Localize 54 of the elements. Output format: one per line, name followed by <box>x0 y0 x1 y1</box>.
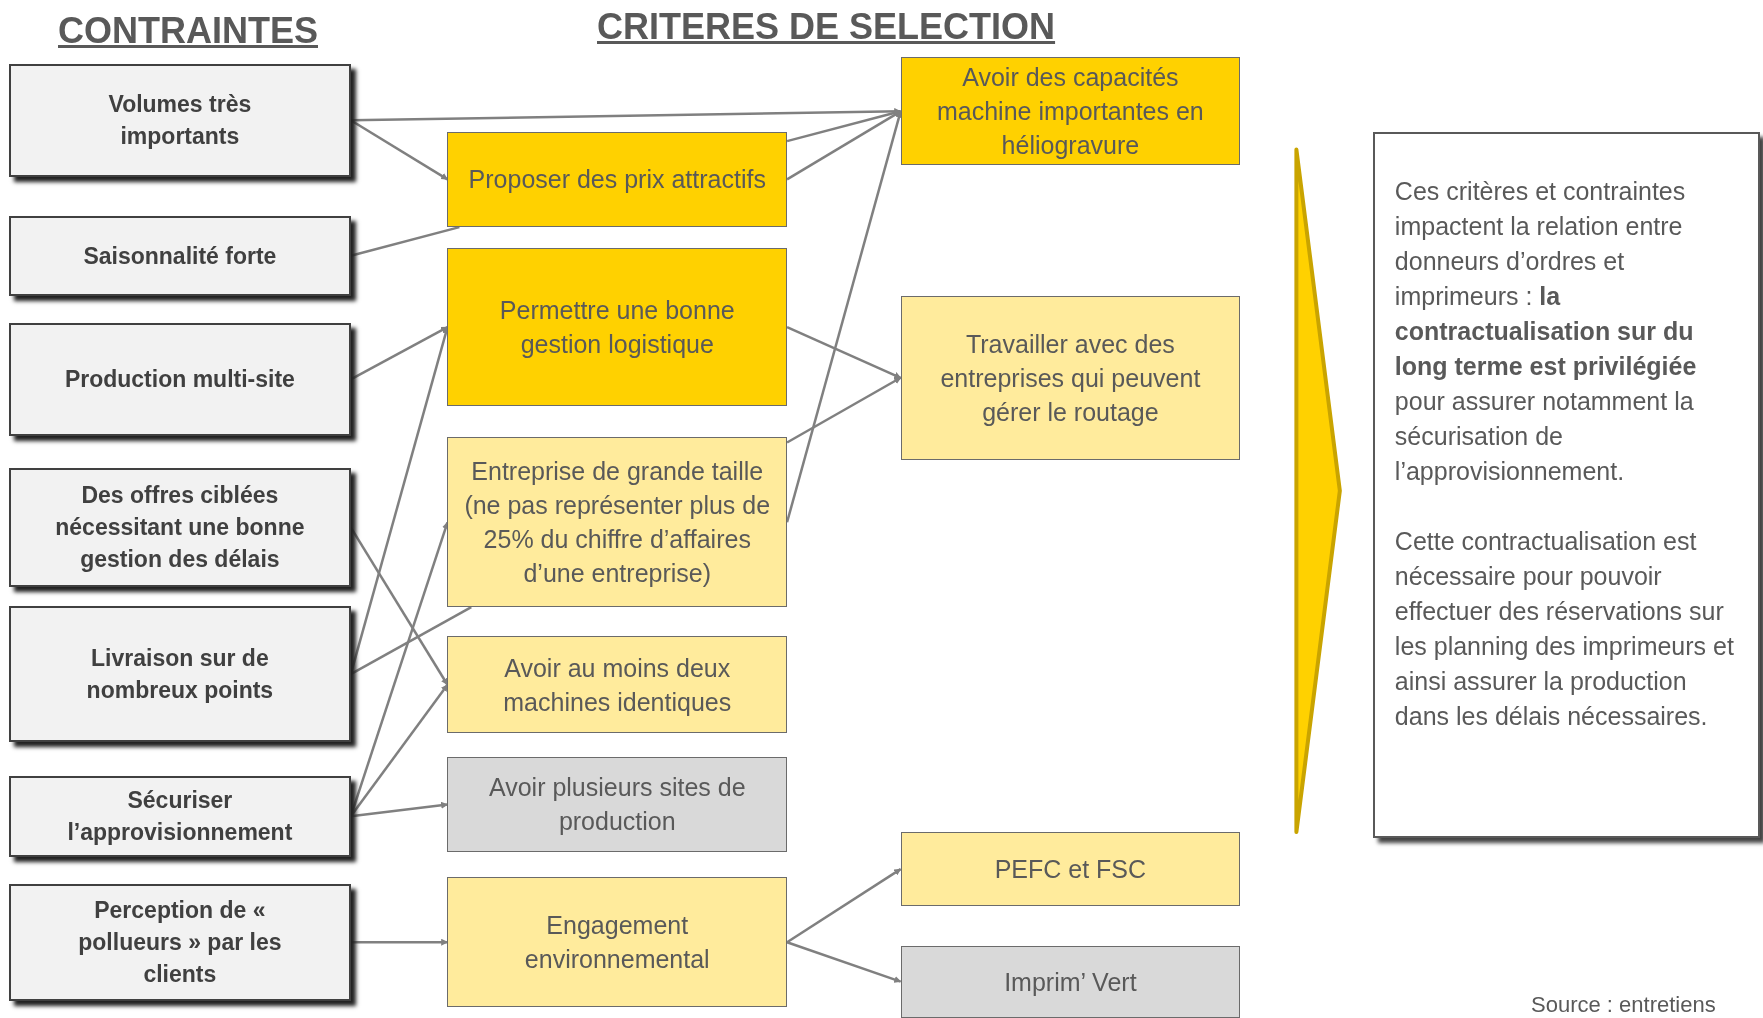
box-label: Avoir au moins deux machines identiques <box>502 652 733 718</box>
box-label: Sécuriser l’approvisionnement <box>66 786 294 848</box>
arrow <box>350 107 902 122</box>
criterion-box <box>900 295 1241 460</box>
constraint-box <box>9 883 351 1001</box>
box-label: Entreprise de grande taille (ne pas représenter plus de 25% du chiffre d’affaires d’une entreprise) <box>463 456 772 590</box>
criterion-box <box>900 57 1241 166</box>
arrow <box>350 938 449 946</box>
note-paragraph: Ces critères et contraintes impactent la relation entre donneurs d’ordres et imprimeurs : la contractualisation sur du long terme est privilégiée pour assurer notamment la sécurisation de l’approvisionnement. <box>1394 175 1698 487</box>
constraint-box <box>9 606 351 743</box>
box-label: Volumes très importants <box>107 90 253 152</box>
arrow <box>350 326 449 381</box>
note-box <box>1372 131 1760 838</box>
constraint-box <box>9 64 351 177</box>
criterion-box <box>900 832 1241 907</box>
box-label: Livraison sur de nombreux points <box>85 644 275 706</box>
arrow <box>786 868 902 944</box>
arrow <box>785 110 903 523</box>
box-label: Travailler avec des entreprises qui peuvent gérer le routage <box>939 328 1202 428</box>
arrow <box>786 326 902 379</box>
arrow <box>349 684 449 818</box>
box-label: Saisonnalité forte <box>83 241 277 271</box>
criterion-box <box>900 945 1241 1018</box>
arrow <box>350 801 449 818</box>
column-heading: CONTRAINTES <box>58 9 318 53</box>
criterion-box <box>447 248 788 406</box>
arrow <box>786 376 902 444</box>
box-label: Avoir plusieurs sites de production <box>487 772 747 838</box>
chevron-arrow <box>1294 147 1342 835</box>
arrow <box>786 110 902 181</box>
criterion-box <box>447 636 788 734</box>
box-label: Production multi-site <box>64 365 295 395</box>
box-label: Des offres ciblées nécessitant une bonne gestion des délais <box>54 481 306 575</box>
box-label: Imprim’ Vert <box>1004 966 1137 998</box>
constraint-box <box>9 467 351 587</box>
constraint-box <box>9 775 351 857</box>
box-label: Perception de « pollueurs » par les clients <box>77 896 283 990</box>
box-label: Engagement environnemental <box>523 910 711 976</box>
criterion-box <box>447 131 788 228</box>
box-label: PEFC et FSC <box>994 854 1147 886</box>
constraint-box <box>9 322 351 437</box>
column-heading: CRITERES DE SELECTION <box>597 5 1056 49</box>
box-label: Avoir des capacités machine importantes en héliogravure <box>935 62 1205 162</box>
box-label: Permettre une bonne gestion logistique <box>498 295 736 361</box>
arrow <box>350 119 449 181</box>
arrow <box>349 526 449 686</box>
note-paragraph: Cette contractualisation est nécessaire pour pouvoir effectuer des réservations sur les planning des imprimeurs et ainsi assurer la production dans les délais nécessaires. <box>1394 525 1735 732</box>
criterion-box <box>447 877 788 1008</box>
constraint-box <box>9 215 351 296</box>
box-label: Proposer des prix attractifs <box>468 164 766 196</box>
source-note: Source : entretiens <box>1531 991 1716 1018</box>
criterion-box <box>447 437 788 608</box>
criterion-box <box>447 756 788 853</box>
arrow <box>786 941 902 983</box>
